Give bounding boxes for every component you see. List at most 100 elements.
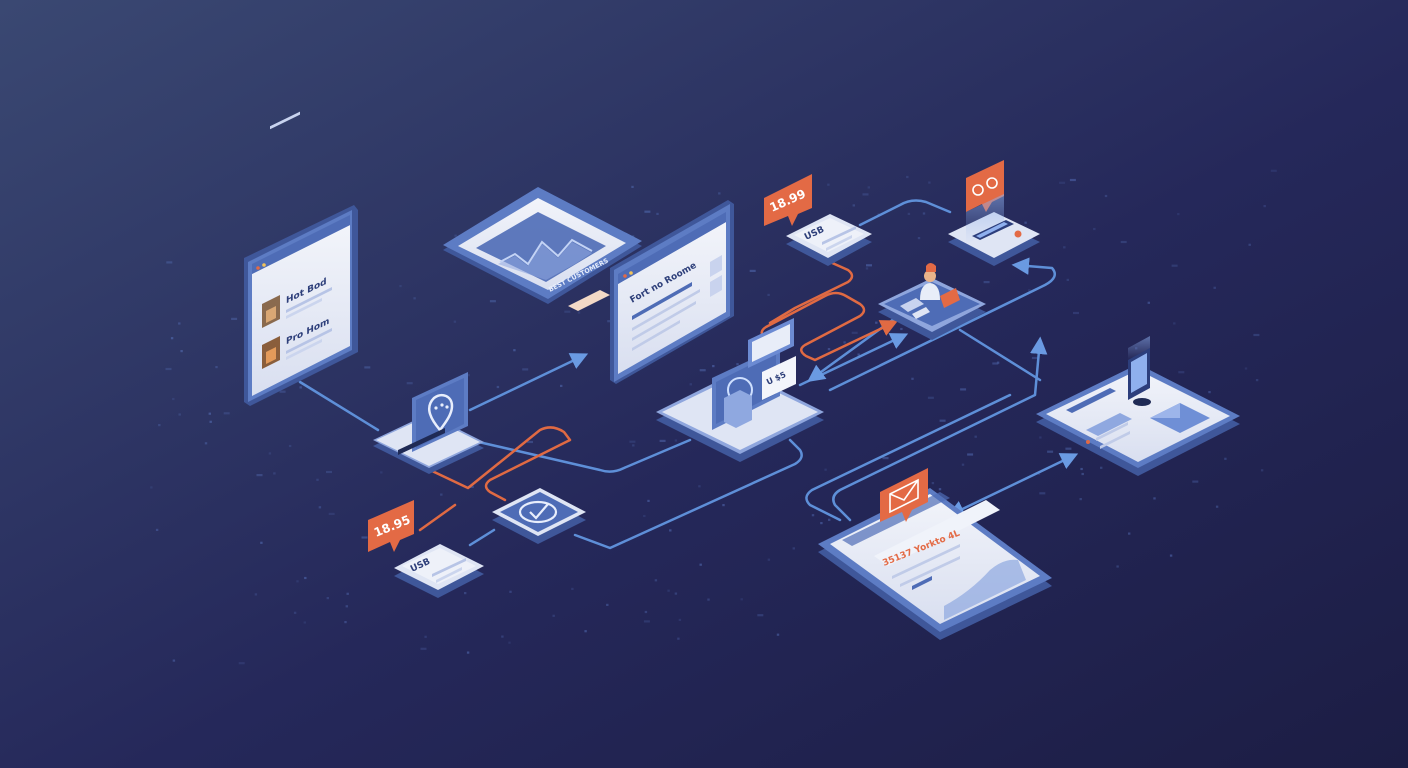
connector-checkout-to-bottom-mid [573, 438, 803, 550]
particle [736, 363, 739, 366]
particle [707, 598, 710, 601]
particle [828, 518, 831, 521]
particle [718, 192, 721, 195]
particle [552, 614, 555, 617]
particle [1213, 286, 1216, 289]
connector-top-user-to-chat [858, 199, 952, 227]
particle [288, 444, 292, 448]
particle [180, 350, 183, 353]
particle [560, 384, 563, 387]
particle [172, 397, 175, 401]
particle [983, 281, 990, 284]
checkout-tile[interactable]: U $5 [656, 318, 824, 462]
particle [1069, 178, 1076, 182]
particle [1192, 480, 1199, 483]
particle [689, 383, 692, 386]
particle [584, 630, 587, 633]
particle [1063, 246, 1066, 249]
particle [678, 618, 682, 621]
particle [1024, 221, 1027, 224]
top-user-card[interactable]: USB [786, 214, 872, 266]
particle [820, 522, 823, 525]
particle [643, 514, 646, 518]
search-bar[interactable] [972, 220, 1014, 240]
particle [361, 536, 368, 539]
particle [399, 285, 402, 288]
particle [1177, 213, 1180, 216]
particle [209, 420, 212, 423]
particle [967, 453, 974, 456]
particle [927, 396, 934, 399]
particle [1031, 356, 1038, 360]
particle [698, 485, 701, 488]
particle [238, 662, 245, 665]
email-card[interactable]: 35137 Yorkto 4L [818, 468, 1052, 640]
chat-tile[interactable] [948, 160, 1040, 266]
particle [1270, 169, 1277, 172]
product-window: Fort no Roome [610, 200, 734, 384]
particle [631, 185, 634, 188]
particle [204, 442, 208, 445]
particle [1066, 278, 1069, 281]
left-price-badge: 18.95 [368, 500, 414, 552]
particle [344, 621, 347, 624]
particle [279, 390, 286, 393]
particle [1120, 240, 1127, 244]
particle [992, 362, 999, 365]
particle [326, 470, 332, 474]
particle [364, 366, 371, 369]
connector-sync-to-user [468, 528, 496, 547]
particle [1248, 243, 1251, 246]
particle [677, 637, 680, 640]
particle [513, 349, 516, 352]
particle [1178, 371, 1185, 374]
particle [851, 331, 858, 334]
particle [215, 366, 218, 369]
particle [413, 297, 416, 300]
particle [326, 597, 329, 600]
particle [1039, 436, 1042, 439]
particle [256, 474, 263, 477]
particle [792, 547, 795, 550]
particle [931, 482, 935, 485]
sync-tile[interactable] [492, 488, 586, 544]
particle [862, 193, 869, 196]
particle [1255, 379, 1259, 382]
analytics-tablet[interactable] [1036, 336, 1240, 476]
particle [260, 541, 263, 544]
particle [974, 435, 977, 438]
connector-orange-badge [418, 503, 457, 532]
bottom-user-card[interactable]: USB [394, 544, 484, 598]
particle [170, 337, 174, 340]
particle [843, 341, 846, 344]
particle [1263, 205, 1266, 208]
particle [155, 528, 159, 531]
person-tile[interactable] [878, 263, 986, 340]
location-tile[interactable] [373, 372, 484, 474]
particle [150, 486, 153, 489]
particle [501, 635, 504, 638]
particle [208, 412, 211, 415]
particle [939, 419, 946, 422]
particle [454, 234, 457, 237]
particle [1171, 264, 1178, 267]
particle [1039, 492, 1046, 495]
particle [852, 204, 855, 207]
particle [922, 212, 926, 215]
particle [380, 471, 383, 474]
connector-orange-top-user [768, 260, 854, 325]
particle [1173, 322, 1176, 325]
particle [1080, 467, 1083, 471]
particle [669, 529, 672, 532]
particle [318, 506, 322, 509]
connector-pin-to-product [468, 353, 589, 412]
particle [440, 493, 443, 496]
profile-window: Hot Bod Pro Hom [244, 111, 358, 406]
particle [1215, 505, 1219, 508]
particle [712, 365, 715, 368]
particle [917, 237, 921, 240]
particle [606, 603, 609, 606]
